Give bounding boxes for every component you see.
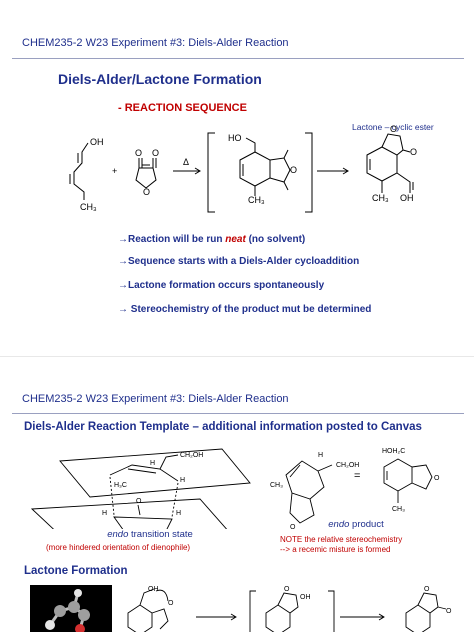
intermediate-structure [239,151,271,187]
bracket-left [207,132,215,213]
ch3-label: CH₃ [80,202,97,212]
o-label-lf-1: O [168,600,174,607]
slide-header: CHEM235-2 W23 Experiment #3: Diels-Alder… [22,393,289,405]
oh-label-product: OH [400,193,414,203]
ch3-label-int: CH₃ [248,195,265,205]
o-label-ts: O [136,498,142,505]
slide-2: CHEM235-2 W23 Experiment #3: Diels-Alder… [0,356,474,632]
oh-label-lf-2: OH [300,594,311,601]
slide-header: CHEM235-2 W23 Experiment #3: Diels-Alder… [22,37,289,49]
carbonyl-o-product: O [410,147,417,157]
o-label-product: O [290,524,296,529]
reaction-scheme: OH CH₃ + O O O Δ HO O CH₃ O O OH CH₃ [69,125,417,213]
header-rule [12,413,464,414]
lactone-heading: Lactone Formation [24,565,128,577]
endo-product-label: endo product [328,519,384,530]
bullet-3: →Lactone formation occurs spontaneously [118,280,325,291]
h-label-1: H [150,460,155,467]
plane-lower [30,498,228,529]
flat-product-structure [383,458,413,492]
slide-title: Diels-Alder Reaction Template – addition… [24,421,422,433]
ts-label: endo transition state [107,529,193,540]
lactone-product-structure [366,146,398,182]
slide-1: CHEM235-2 W23 Experiment #3: Diels-Alder… [12,37,464,315]
ho-label: HO [228,133,242,143]
slide-title: Diels-Alder/Lactone Formation [58,71,262,87]
ch3-label-product: CH₃ [270,482,283,489]
maleic-anhydride-structure [135,167,157,189]
h-label-2: H [180,477,185,484]
o-label-flat: O [434,475,440,482]
equals-sign: = [354,470,360,482]
bracket-right [305,132,313,213]
3d-model-image [30,585,112,632]
delta-sign: Δ [183,157,189,167]
diene-structure [73,142,89,200]
slide-subtitle: - REACTION SEQUENCE [118,102,247,114]
ch3-label-product: CH₃ [372,193,389,203]
product-label: Lactone – cyclic ester [352,122,434,132]
oh-label: OH [90,137,104,147]
plus-sign: + [112,166,117,176]
ch2oh-label-product: CH₂OH [336,462,359,469]
endo-transition-state-diagram: CH₂OH H H H₃C H H O CH₂OH H CH₃ O HOH₂C … [30,448,440,529]
o-label-product: O [390,125,397,134]
ts-note: (more hindered orientation of dienophile… [46,543,191,552]
oh-label-lf: OH [148,586,159,593]
note-line-2: --> a recemic misture is formed [280,545,391,554]
ring-o-label-int: O [290,165,297,175]
ring-o-label: O [143,187,150,197]
bullet-4: → Stereochemistry of the product mut be … [118,304,372,315]
ch2oh-label: CH₂OH [180,452,203,459]
h-label-4: H [102,510,107,517]
h3c-label: H₃C [114,482,127,489]
lactone-formation-scheme: OH O OH O O O [127,586,452,632]
bullet-2: →Sequence starts with a Diels-Alder cycl… [118,256,360,267]
o-label-lf-2: O [284,586,290,593]
o-label-lf-3: O [424,586,430,593]
carbonyl-o-label-2: O [152,148,159,158]
bullet-1: →Reaction will be run neat (no solvent) [118,234,306,245]
ch3-label-flat: CH₃ [392,506,405,513]
header-rule [12,58,464,59]
carbonyl-o-label-1: O [135,148,142,158]
hoh2c-label: HOH₂C [382,448,405,455]
h-label-product: H [318,452,323,459]
note-line-1: NOTE the relative stereochemistry [280,535,403,544]
o-label-lf-4: O [446,608,452,615]
h-label-3: H [176,510,181,517]
